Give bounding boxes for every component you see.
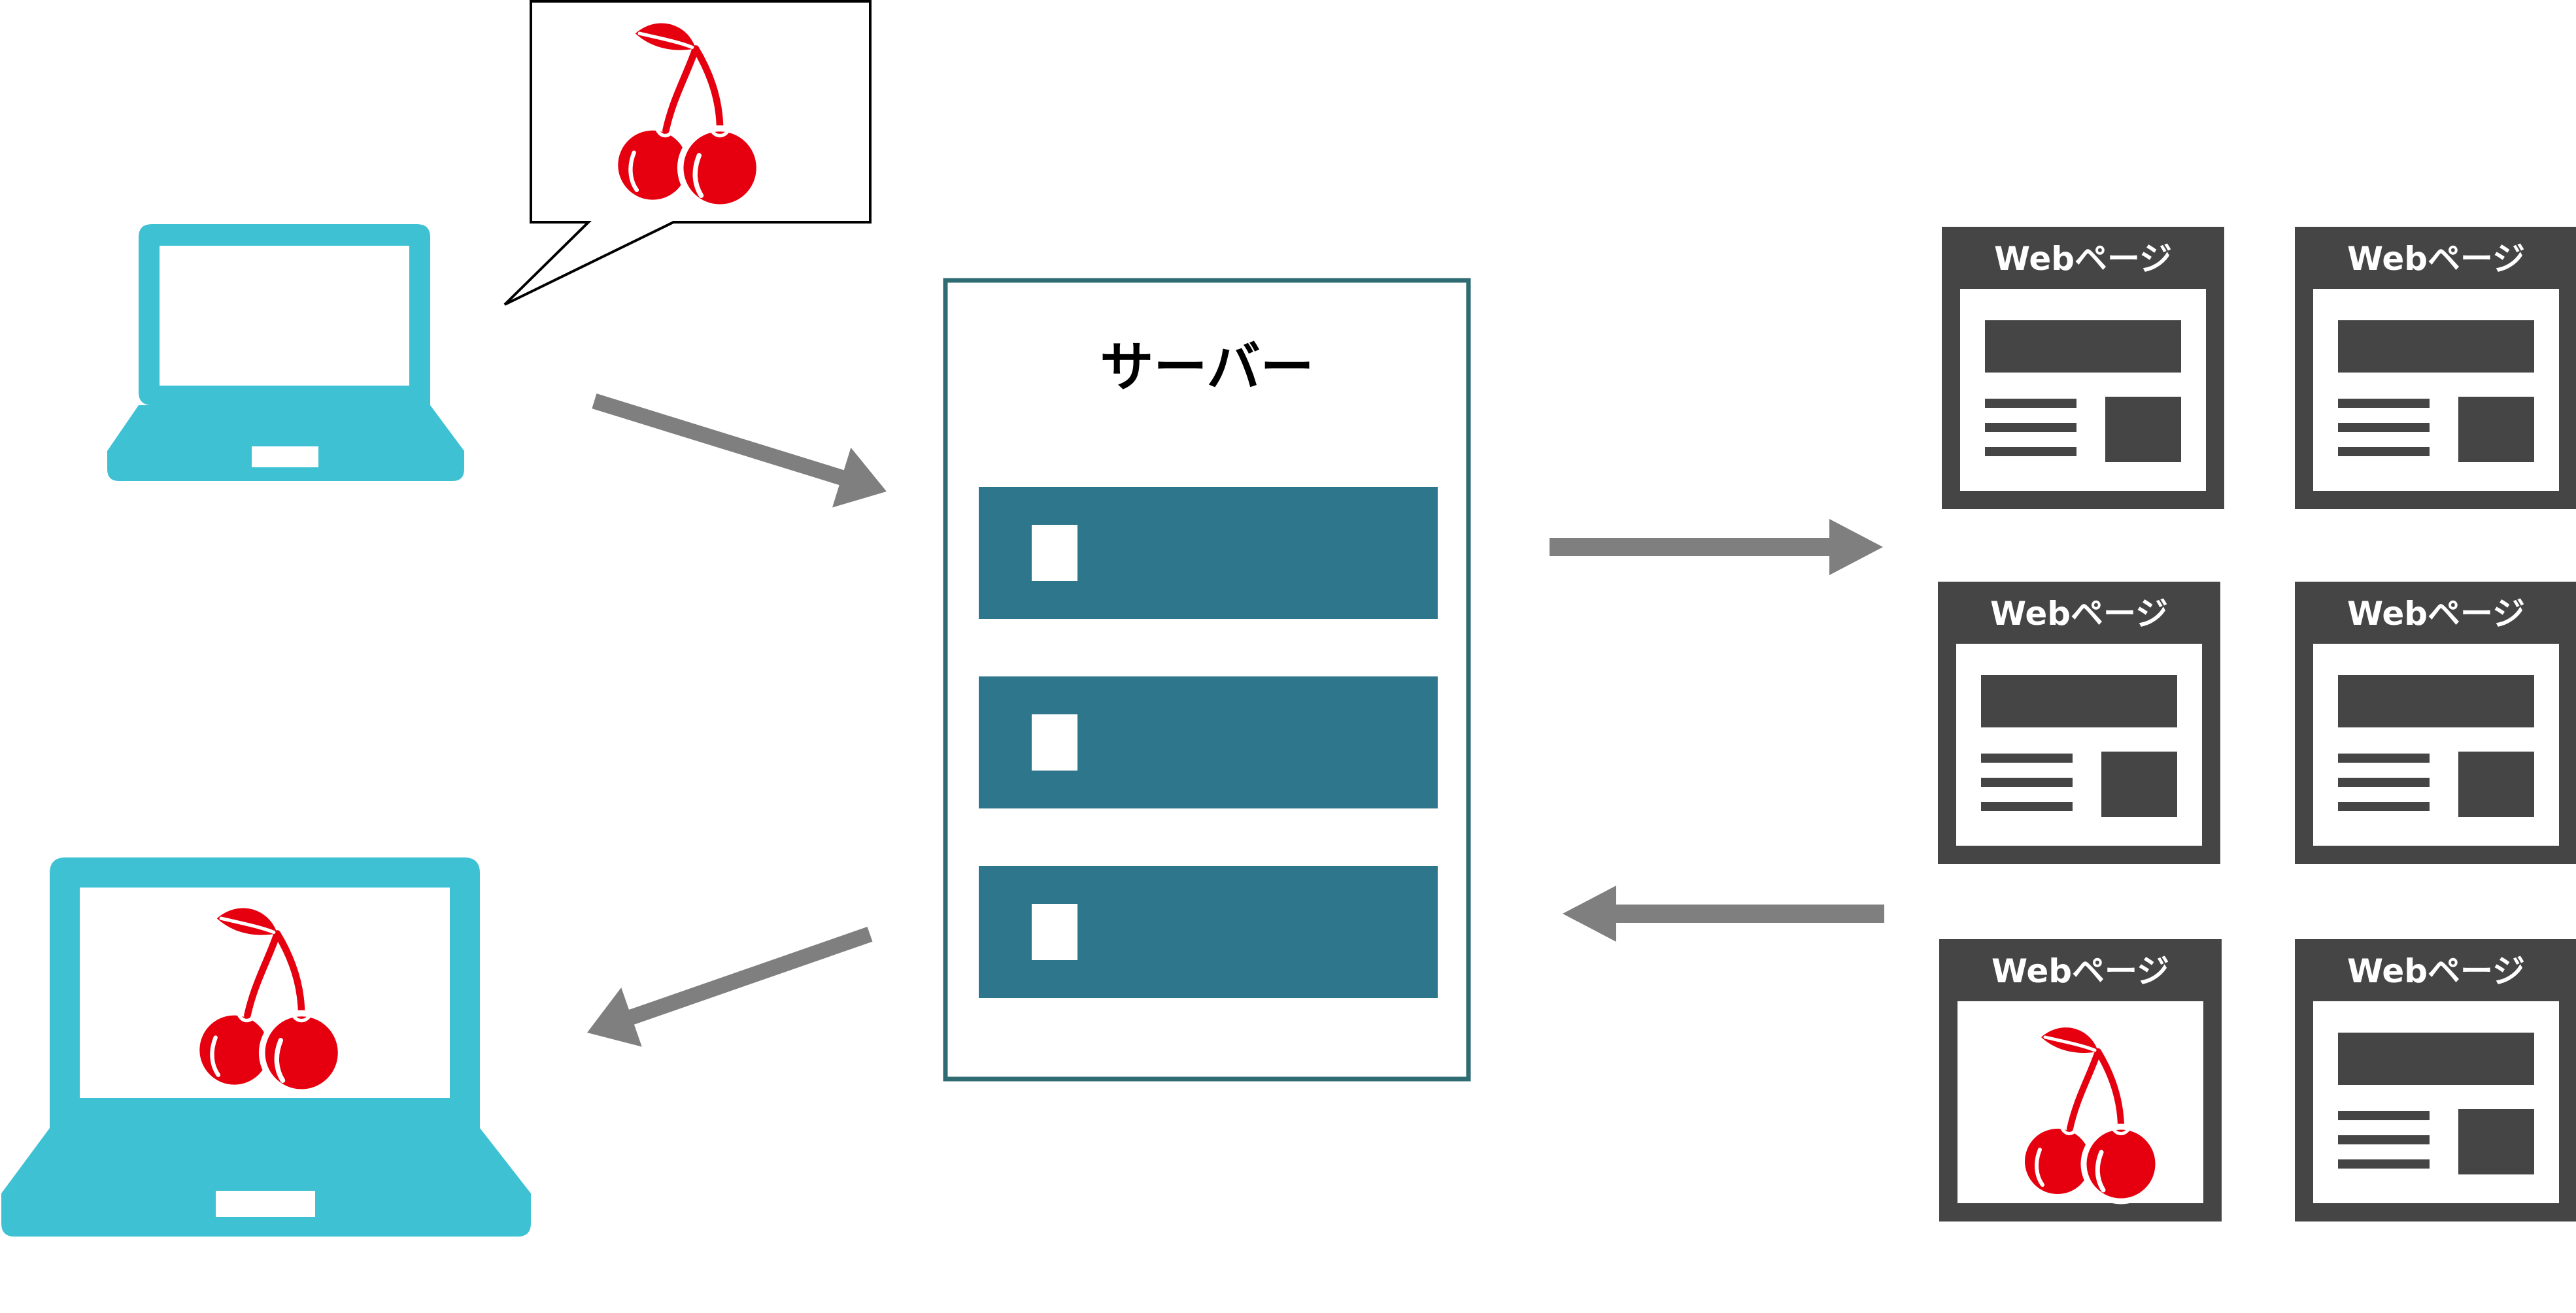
page-layout (2338, 1033, 2534, 1174)
arrow-icon (1563, 886, 1884, 942)
arrow-icon (592, 393, 887, 508)
page-layout (1981, 675, 2177, 817)
web-page-card: Webページ (1942, 227, 2224, 509)
web-page-card: Webページ (2295, 582, 2576, 864)
web-page-card: Webページ (2295, 227, 2576, 509)
speech-bubble (503, 0, 872, 306)
page-layout (2338, 675, 2534, 817)
web-page-label: Webページ (2347, 595, 2525, 633)
server-drive (979, 866, 1438, 998)
web-page-label: Webページ (1991, 952, 2169, 990)
arrow-icon (1550, 519, 1883, 575)
server-drive (979, 487, 1438, 619)
web-page-label: Webページ (1990, 595, 2168, 633)
page-layout (1985, 320, 2181, 462)
server: サーバー (943, 278, 1471, 1082)
web-page-label: Webページ (2347, 240, 2525, 278)
web-page-card: Webページ (1938, 582, 2220, 864)
web-page-label: Webページ (2347, 952, 2525, 990)
web-page-label: Webページ (1994, 240, 2172, 278)
arrow-icon (587, 927, 873, 1047)
web-page-card: Webページ (2295, 939, 2576, 1222)
laptop-icon (1, 857, 531, 1237)
server-drive (979, 676, 1438, 808)
laptop-icon (107, 224, 464, 481)
server-title: サーバー (1100, 337, 1313, 399)
page-layout (2338, 320, 2534, 462)
web-page-grid: Webページ Webページ Webページ Webページ Webページ Webページ (1938, 227, 2576, 1222)
web-page-card: Webページ (1939, 939, 2222, 1222)
